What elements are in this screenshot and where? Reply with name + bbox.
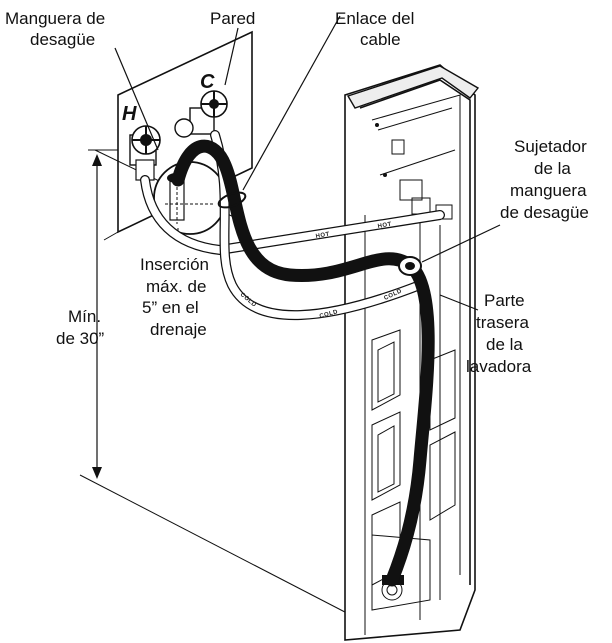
drain-hose-label-line1: Manguera de	[5, 9, 105, 28]
insertion-label-line2: máx. de	[146, 277, 206, 296]
cold-hose-label-2: COLD	[319, 309, 339, 320]
min-height-label-line1: Mín.	[68, 307, 101, 326]
insertion-label-line1: Inserción	[140, 255, 209, 274]
hose-clamp-label-line2: de la	[534, 159, 571, 178]
insertion-label-line3: 5” en el	[142, 298, 199, 317]
washer-back-label-line2: trasera	[476, 313, 529, 332]
cold-faucet	[174, 90, 228, 138]
min-height-label-line2: de 30”	[56, 329, 105, 348]
wall-label: Pared	[210, 9, 255, 28]
hot-hose: HOT HOT	[140, 175, 445, 256]
hot-hose-label: HOT	[315, 232, 330, 240]
height-dimension	[88, 149, 118, 479]
washer-back-label-line4: lavadora	[466, 357, 532, 376]
hot-hose-label-2: HOT	[377, 222, 392, 230]
cable-link-label-line2: cable	[360, 30, 401, 49]
cold-faucet-letter: C	[200, 71, 215, 93]
washer-back-label-line1: Parte	[484, 291, 525, 310]
hot-faucet	[129, 125, 161, 181]
drain-hose	[171, 139, 435, 587]
washer-body	[344, 64, 480, 641]
hot-faucet-letter: H	[122, 103, 137, 125]
cold-hose: COLD COLD COLD	[210, 130, 425, 321]
leader-lines	[114, 15, 501, 311]
drain-hose-label-line2: desagüe	[30, 30, 95, 49]
hose-clamp-label-line4: de desagüe	[500, 203, 589, 222]
hose-clamp-label-line1: Sujetador	[514, 137, 587, 156]
insertion-label-line4: drenaje	[150, 320, 207, 339]
drain-hose-clamp	[398, 256, 422, 276]
washer-back-label-line3: de la	[486, 335, 523, 354]
hose-clamp-label-line3: manguera	[510, 181, 587, 200]
cable-tie	[217, 191, 247, 209]
cable-link-label-line1: Enlace del	[335, 9, 414, 28]
